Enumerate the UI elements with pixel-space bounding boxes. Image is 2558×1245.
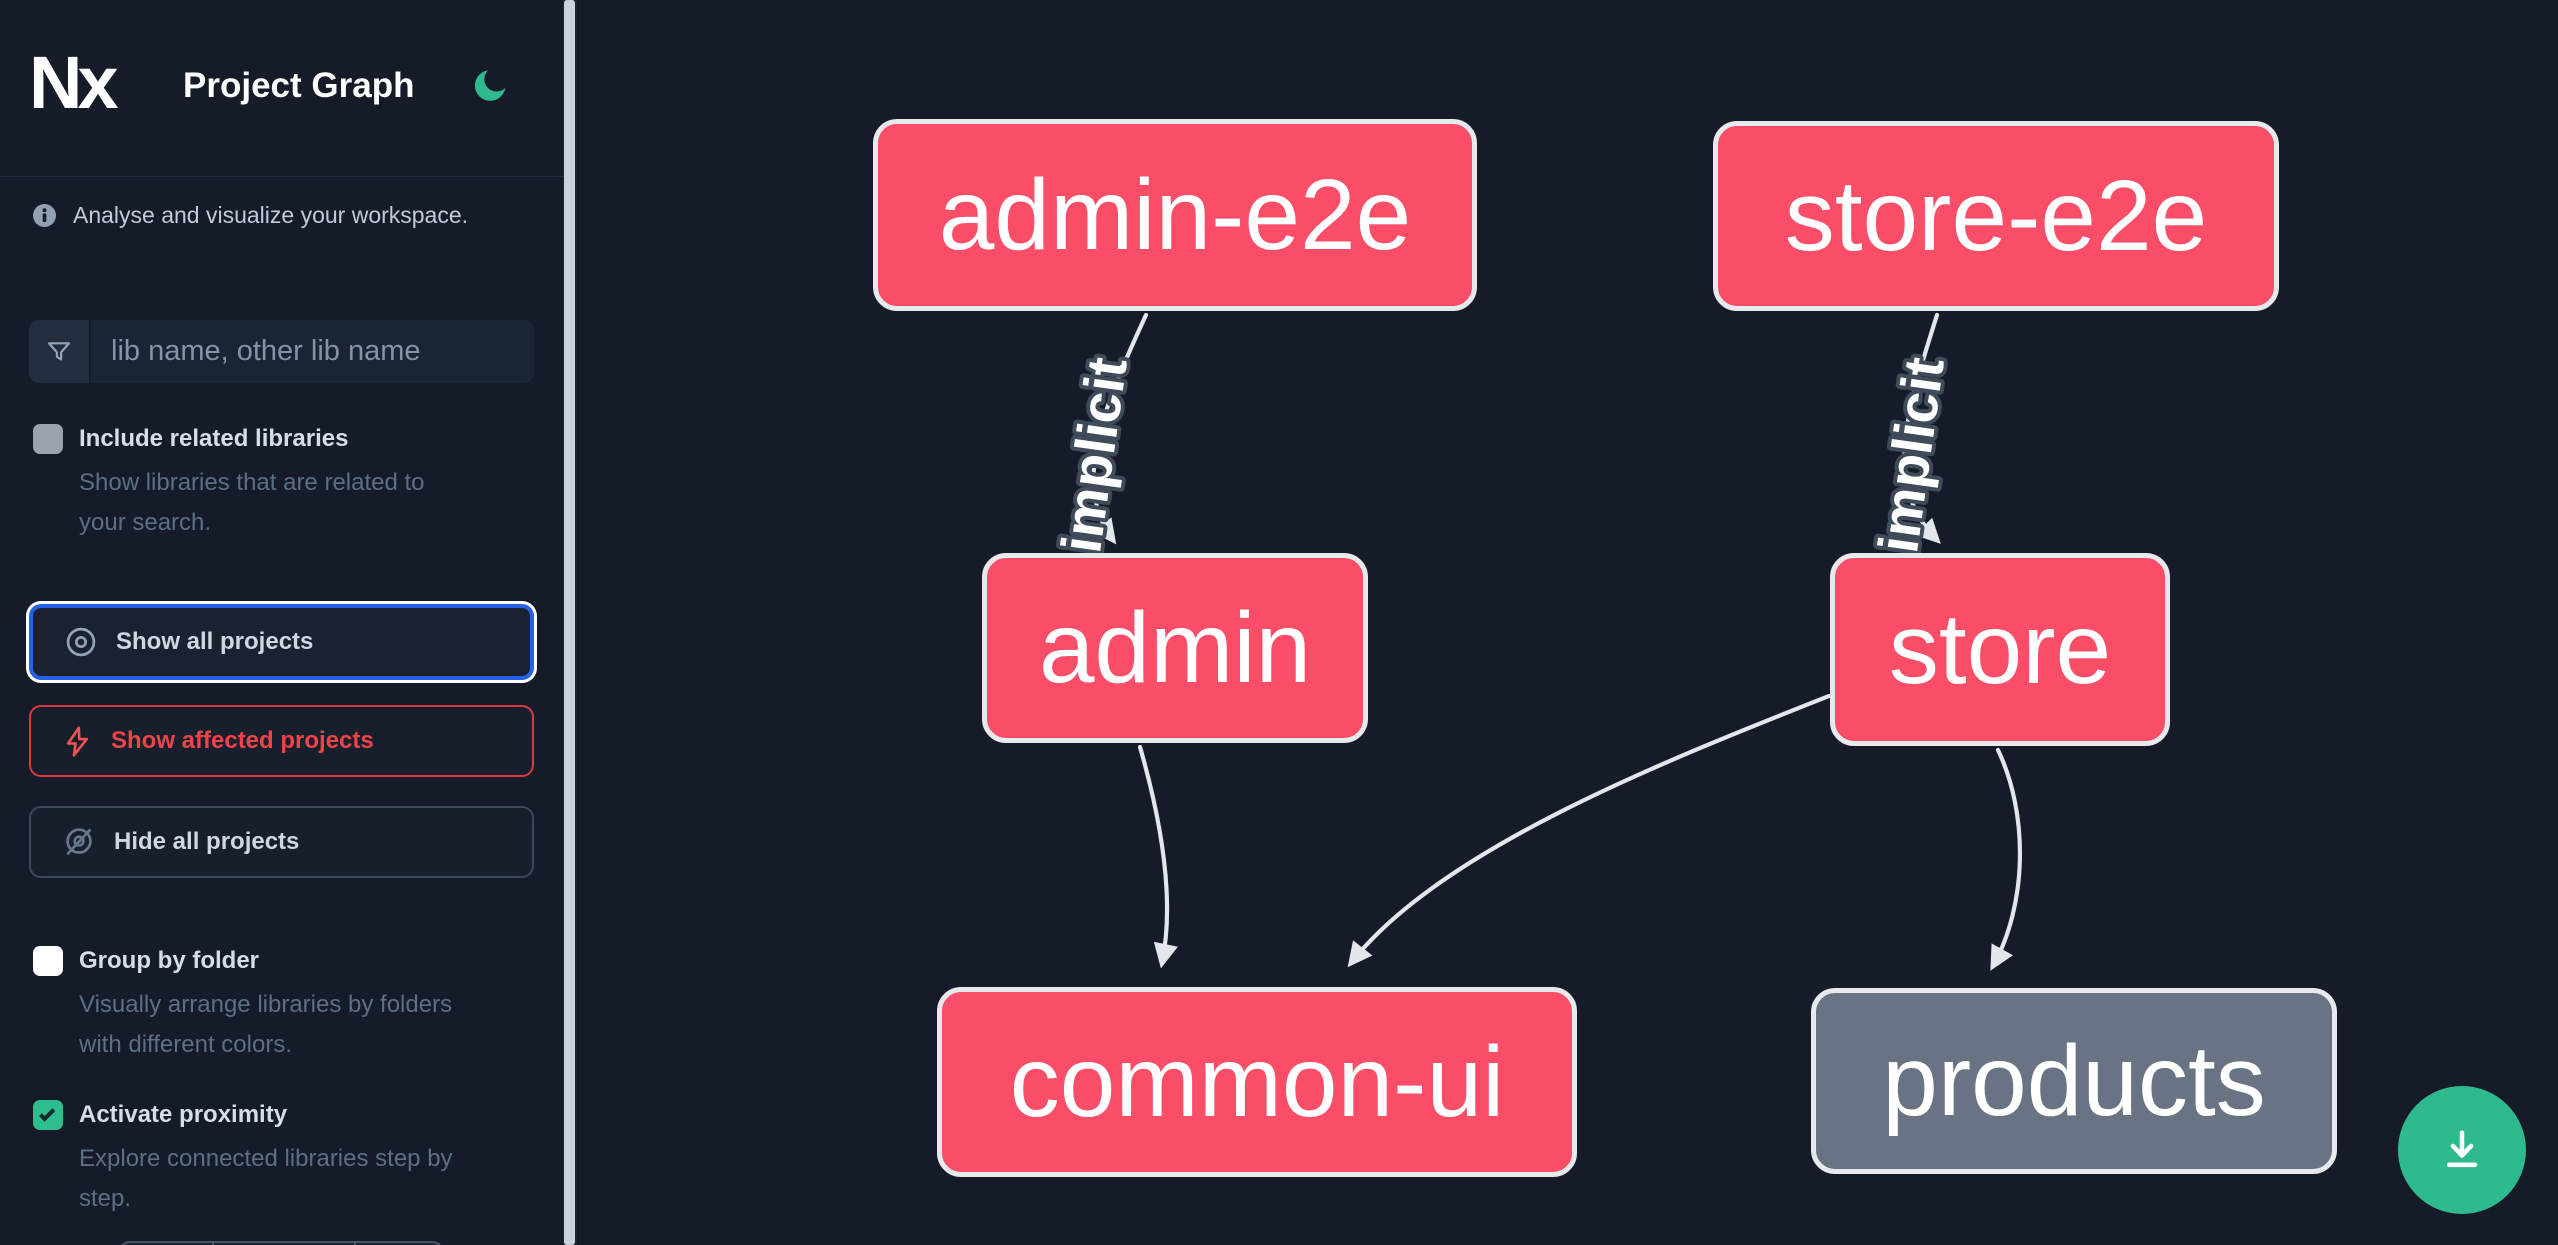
hide-all-projects-button[interactable]: Hide all projects	[29, 806, 534, 878]
button-label: Show all projects	[116, 628, 314, 655]
group-by-folder-checkbox[interactable]	[33, 946, 63, 976]
edge-store-e2e-to-store[interactable]	[1902, 312, 1941, 544]
filter-funnel-icon	[29, 320, 91, 383]
activate-proximity-checkbox[interactable]	[33, 1100, 63, 1130]
sidebar: Nx Project Graph Analyse and visualize y…	[0, 0, 563, 1245]
eye-off-icon	[66, 828, 92, 856]
toggle-label: Group by folder	[79, 947, 259, 974]
toggle-description: Explore connected libraries step by step…	[79, 1145, 453, 1212]
toggle-group-by-folder: Group by folder Visually arrange librari…	[33, 946, 477, 1065]
sidebar-scrollbar[interactable]	[563, 0, 577, 1245]
nx-logo[interactable]: Nx	[29, 41, 119, 124]
button-label: Show affected projects	[111, 727, 374, 754]
toggle-label: Activate proximity	[79, 1101, 288, 1128]
edge-admin-to-common-ui[interactable]	[1137, 744, 1178, 969]
toggle-activate-proximity: Activate proximity Explore connected lib…	[33, 1100, 477, 1219]
dark-mode-moon-icon[interactable]	[470, 66, 510, 106]
bolt-icon	[66, 725, 89, 757]
project-node-common-ui[interactable]: common-ui	[937, 987, 1577, 1177]
project-node-admin[interactable]: admin	[982, 553, 1368, 743]
segment-increment[interactable]	[354, 1243, 442, 1245]
button-label: Hide all projects	[114, 828, 300, 855]
search-input[interactable]	[91, 320, 534, 383]
edges-layer: implicit implicit	[1045, 312, 2022, 971]
scrollbar-thumb[interactable]	[564, 0, 575, 1245]
info-icon	[33, 204, 56, 227]
show-affected-projects-button[interactable]: Show affected projects	[29, 705, 534, 777]
toggle-description: Show libraries that are related to your …	[79, 469, 425, 536]
toggle-label: Include related libraries	[79, 425, 349, 452]
check-icon	[38, 1105, 55, 1122]
page-title: Project Graph	[183, 66, 415, 105]
edge-store-to-products[interactable]	[1990, 747, 2022, 971]
project-node-products[interactable]: products	[1811, 988, 2337, 1174]
edge-store-to-common-ui[interactable]	[1347, 693, 1832, 968]
project-node-store[interactable]: store	[1830, 553, 2170, 746]
download-icon	[2436, 1123, 2488, 1178]
header-divider	[0, 176, 563, 177]
edge-label-implicit: implicit	[1049, 354, 1139, 557]
toggle-description: Visually arrange libraries by folders wi…	[79, 991, 453, 1058]
segment-value	[212, 1243, 354, 1245]
download-image-button[interactable]	[2398, 1086, 2526, 1214]
edge-label-implicit: implicit	[1866, 354, 1956, 557]
proximity-depth-control[interactable]	[118, 1241, 444, 1245]
show-all-projects-button[interactable]: Show all projects	[29, 604, 534, 680]
tagline-text: Analyse and visualize your workspace.	[73, 202, 469, 228]
workspace-tagline: Analyse and visualize your workspace.	[33, 202, 468, 229]
project-node-admin-e2e[interactable]: admin-e2e	[873, 119, 1477, 311]
include-related-checkbox[interactable]	[33, 424, 63, 454]
eye-icon	[66, 627, 96, 657]
search-box	[29, 320, 534, 383]
toggle-include-related: Include related libraries Show libraries…	[33, 424, 477, 543]
edge-admin-e2e-to-admin[interactable]	[1091, 312, 1149, 545]
graph-canvas[interactable]: implicit implicit admin-e2e store-e2e ad…	[577, 0, 2558, 1245]
project-node-store-e2e[interactable]: store-e2e	[1713, 121, 2279, 311]
